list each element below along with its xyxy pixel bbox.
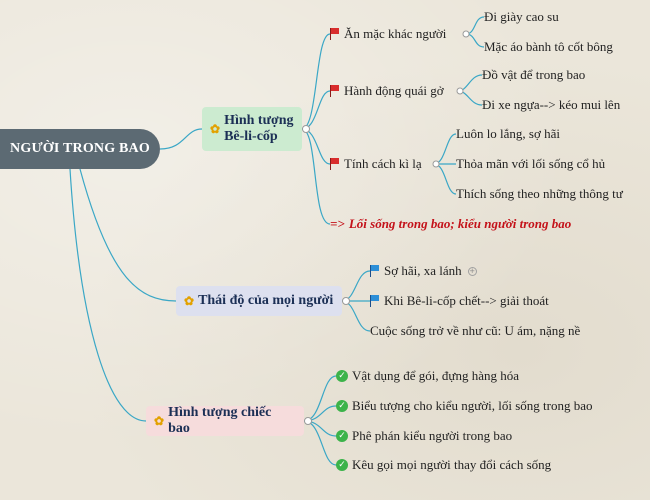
red-flag-icon <box>330 85 340 97</box>
node-phe-phan[interactable]: ✓ Phê phán kiểu người trong bao <box>336 428 512 444</box>
leaf-node[interactable]: Thích sống theo những thông tư <box>456 186 623 201</box>
conclusion-node[interactable]: => Lối sống trong bao; kiểu người trong … <box>330 216 572 231</box>
leaf-node[interactable]: Đi giày cao su <box>484 9 559 24</box>
leaf-node[interactable]: Thỏa mãn với lối sống cổ hủ <box>456 156 606 171</box>
star-icon: ✿ <box>210 122 221 136</box>
blue-flag-icon <box>370 265 380 277</box>
blue-flag-icon <box>370 295 380 307</box>
node-vat-dung[interactable]: ✓ Vật dụng để gói, đựng hàng hóa <box>336 368 519 384</box>
expand-icon[interactable]: + <box>467 266 477 276</box>
node-an-mac[interactable]: Ăn mặc khác người <box>330 26 446 42</box>
star-icon: ✿ <box>154 413 165 428</box>
branch-chiec-bao[interactable]: ✿ Hình tượng chiếc bao <box>146 405 304 436</box>
node-cuoc-song[interactable]: Cuộc sống trở về như cũ: U ám, nặng nề <box>370 323 581 338</box>
check-icon: ✓ <box>336 430 348 442</box>
leaf-node[interactable]: Đi xe ngựa--> kéo mui lên <box>482 97 621 112</box>
branch-hinh-tuong-belicop[interactable]: ✿ Hình tượng Bê-li-cốp <box>202 107 302 151</box>
node-keu-goi[interactable]: ✓ Kêu gọi mọi người thay đổi cách sống <box>336 457 551 473</box>
root-node[interactable]: NGƯỜI TRONG BAO <box>0 129 160 169</box>
node-so-hai[interactable]: Sợ hãi, xa lánh + <box>370 263 477 279</box>
check-icon: ✓ <box>336 370 348 382</box>
star-icon: ✿ <box>184 293 195 308</box>
node-khi-belicop-chet[interactable]: Khi Bê-li-cốp chết--> giải thoát <box>370 293 549 309</box>
root-label: NGƯỜI TRONG BAO <box>10 141 150 156</box>
branch-thai-do[interactable]: ✿ Thái độ của mọi người <box>176 286 342 316</box>
branch-title: Hình tượng Bê-li-cốp <box>224 113 294 144</box>
check-icon: ✓ <box>336 459 348 471</box>
leaf-node[interactable]: Luôn lo lắng, sợ hãi <box>456 126 560 141</box>
leaf-node[interactable]: Mặc áo bành tô cốt bông <box>484 39 613 54</box>
node-tinh-cach[interactable]: Tính cách kì lạ <box>330 156 422 172</box>
node-hanh-dong[interactable]: Hành động quái gở <box>330 83 444 99</box>
leaf-node[interactable]: Đồ vật để trong bao <box>482 67 586 82</box>
node-bieu-tuong[interactable]: ✓ Biểu tượng cho kiểu người, lối sống tr… <box>336 398 593 414</box>
red-flag-icon <box>330 28 340 40</box>
check-icon: ✓ <box>336 400 348 412</box>
red-flag-icon <box>330 158 340 170</box>
